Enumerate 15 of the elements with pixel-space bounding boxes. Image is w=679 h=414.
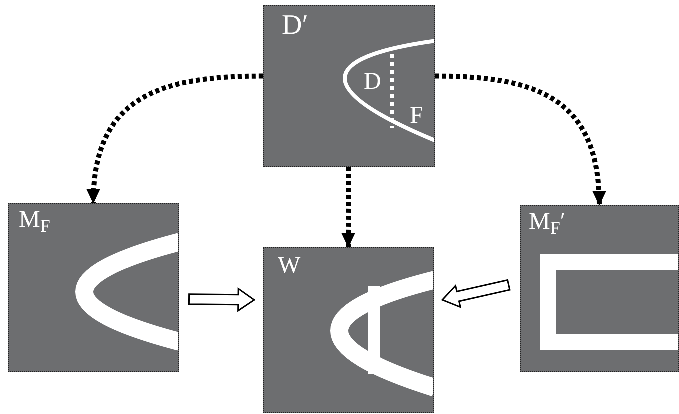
dotted-arrow xyxy=(342,167,356,248)
hollow-arrow xyxy=(188,288,256,312)
panel-label: F xyxy=(410,104,424,128)
dotted-arrow xyxy=(87,74,264,204)
panel-label: M$_{F}$ xyxy=(19,208,50,232)
hollow-arrow xyxy=(441,279,511,309)
panel xyxy=(263,247,434,413)
panel-label: W xyxy=(278,254,301,278)
panel-label: D′ xyxy=(282,12,308,40)
dotted-arrow xyxy=(434,74,606,206)
panel-label: M$_{F}$′ xyxy=(529,210,566,234)
panel xyxy=(520,205,679,372)
panel xyxy=(263,5,435,167)
panel xyxy=(8,203,179,372)
panel-label: D xyxy=(364,70,382,94)
